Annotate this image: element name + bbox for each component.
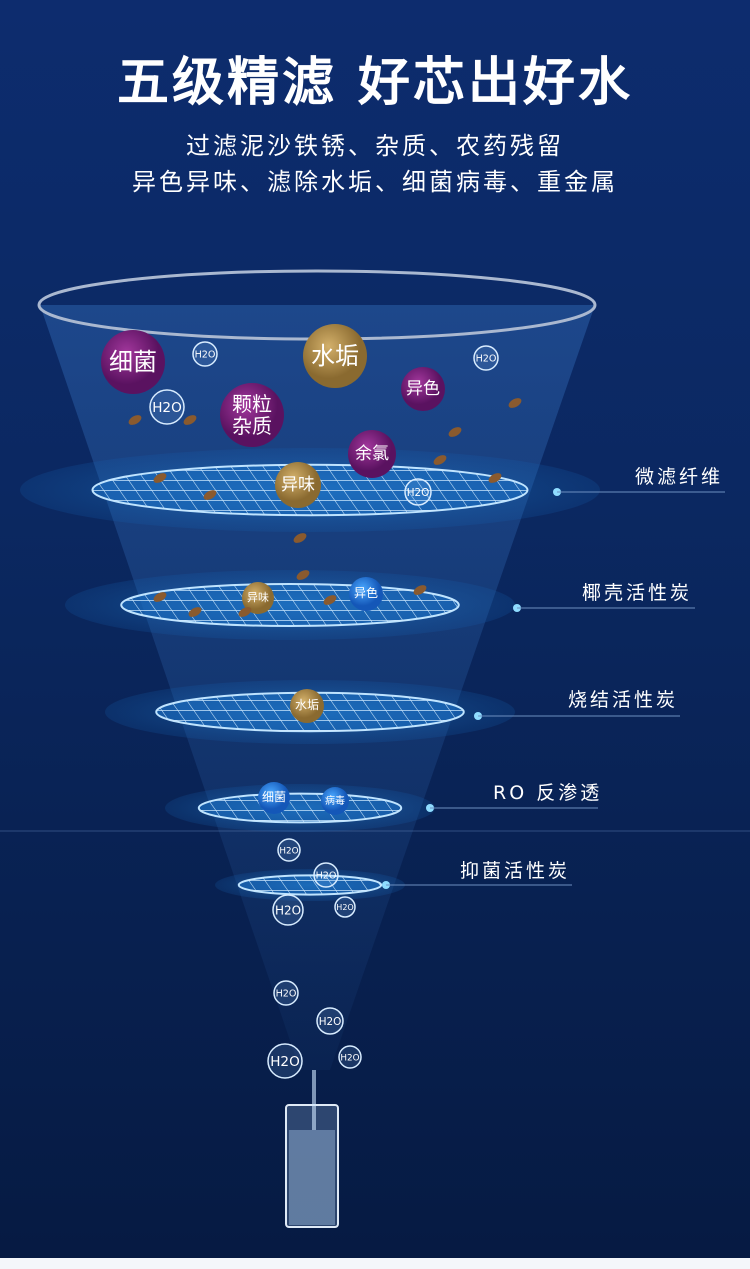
- sediment-particle: [153, 473, 167, 483]
- contaminant-ball-label-wrap: 余氯: [348, 430, 396, 478]
- h2o-label: H2O: [152, 400, 182, 416]
- sediment-particle: [238, 607, 252, 617]
- contaminant-ball-label-wrap: 病毒: [321, 787, 349, 815]
- h2o-bubble: H2O: [316, 1007, 344, 1035]
- h2o-bubble: H2O: [192, 341, 218, 367]
- contaminant-ball-label-wrap: 细菌: [258, 782, 290, 814]
- filter-layer-5: [215, 869, 572, 901]
- h2o-label: H2O: [279, 846, 298, 856]
- filter-layer-4: [165, 784, 598, 832]
- h2o-label: H2O: [340, 1053, 359, 1063]
- layer-label-1: 微滤纤维: [635, 466, 724, 488]
- h2o-label: H2O: [195, 350, 216, 361]
- contaminant-ball: [348, 430, 396, 478]
- contaminant-label: 水垢: [311, 341, 359, 370]
- h2o-label: H2O: [316, 871, 337, 882]
- h2o-bubble: H2O: [267, 1043, 303, 1079]
- contaminant-ball: [242, 582, 274, 614]
- contaminant-ball-label-wrap: 水垢: [303, 324, 367, 388]
- sediment-particle: [153, 592, 167, 602]
- subtitle-line-2: 异色异味、滤除水垢、细菌病毒、重金属: [132, 168, 618, 196]
- bottom-strip: [0, 1258, 750, 1269]
- contaminant-ball: [275, 462, 321, 508]
- h2o-label: H2O: [407, 487, 430, 499]
- h2o-bubble: H2O: [272, 894, 304, 926]
- h2o-bubble: H2O: [313, 862, 339, 888]
- contaminant-label: 异味: [247, 590, 269, 604]
- contaminant-ball-label-wrap: 水垢: [290, 689, 324, 723]
- contaminant-ball-label-wrap: 异味: [242, 582, 274, 614]
- contaminant-ball: [101, 330, 165, 394]
- contaminant-label: 异色: [406, 378, 440, 399]
- h2o-label: H2O: [336, 903, 353, 912]
- contaminant-label: 颗粒杂质: [232, 392, 272, 438]
- sediment-particle: [488, 473, 502, 483]
- h2o-bubble: H2O: [334, 896, 356, 918]
- h2o-label: H2O: [275, 904, 301, 918]
- h2o-bubble: H2O: [338, 1045, 362, 1069]
- sediment-particle: [203, 490, 217, 500]
- contaminant-ball-label-wrap: 细菌: [101, 330, 165, 394]
- sediment-particle: [296, 570, 310, 580]
- contaminant-label: 病毒: [325, 795, 345, 807]
- contaminant-ball: [220, 383, 284, 447]
- contaminant-label: 细菌: [109, 347, 157, 376]
- layer-label-3: 烧结活性炭: [568, 689, 679, 711]
- contaminant-ball: [401, 367, 445, 411]
- contaminant-ball: [258, 782, 290, 814]
- page-title: 五级精滤 好芯出好水: [116, 53, 634, 113]
- sediment-particle: [448, 427, 462, 437]
- contaminant-label: 异色: [353, 586, 378, 601]
- h2o-bubble: H2O: [273, 980, 299, 1006]
- contaminant-ball-label-wrap: 异色: [401, 367, 445, 411]
- contaminant-label: 异味: [281, 474, 315, 495]
- contaminant-label: 余氯: [355, 443, 389, 464]
- water-glass: [285, 1070, 339, 1228]
- sediment-particle: [128, 415, 142, 425]
- layer-label-5: 抑菌活性炭: [460, 860, 571, 882]
- layer-label-4: RO 反渗透: [493, 782, 603, 804]
- sediment-particle: [188, 607, 202, 617]
- h2o-label: H2O: [270, 1054, 300, 1070]
- contaminant-ball: [349, 577, 383, 611]
- sediment-particle: [413, 585, 427, 595]
- contaminant-label: 水垢: [294, 698, 319, 713]
- h2o-label: H2O: [276, 989, 297, 1000]
- h2o-label: H2O: [476, 354, 497, 365]
- h2o-label: H2O: [319, 1016, 342, 1028]
- h2o-bubble: H2O: [404, 478, 432, 506]
- sediment-particle: [323, 595, 337, 605]
- contaminant-ball: [290, 689, 324, 723]
- subtitle-line-1: 过滤泥沙铁锈、杂质、农药残留: [186, 132, 564, 160]
- contaminant-ball-label-wrap: 颗粒杂质: [220, 383, 284, 447]
- h2o-bubble: H2O: [473, 345, 499, 371]
- contaminant-ball: [321, 787, 349, 815]
- h2o-bubble: H2O: [149, 389, 185, 425]
- h2o-bubble: H2O: [277, 838, 301, 862]
- sediment-particle: [183, 415, 197, 425]
- layer-label-2: 椰壳活性炭: [582, 582, 693, 604]
- sediment-particle: [508, 398, 522, 408]
- contaminant-label: 细菌: [261, 790, 286, 805]
- sediment-particle: [293, 533, 307, 543]
- contaminant-ball-label-wrap: 异味: [275, 462, 321, 508]
- sediment-particle: [433, 455, 447, 465]
- contaminant-ball: [303, 324, 367, 388]
- contaminant-ball-label-wrap: 异色: [349, 577, 383, 611]
